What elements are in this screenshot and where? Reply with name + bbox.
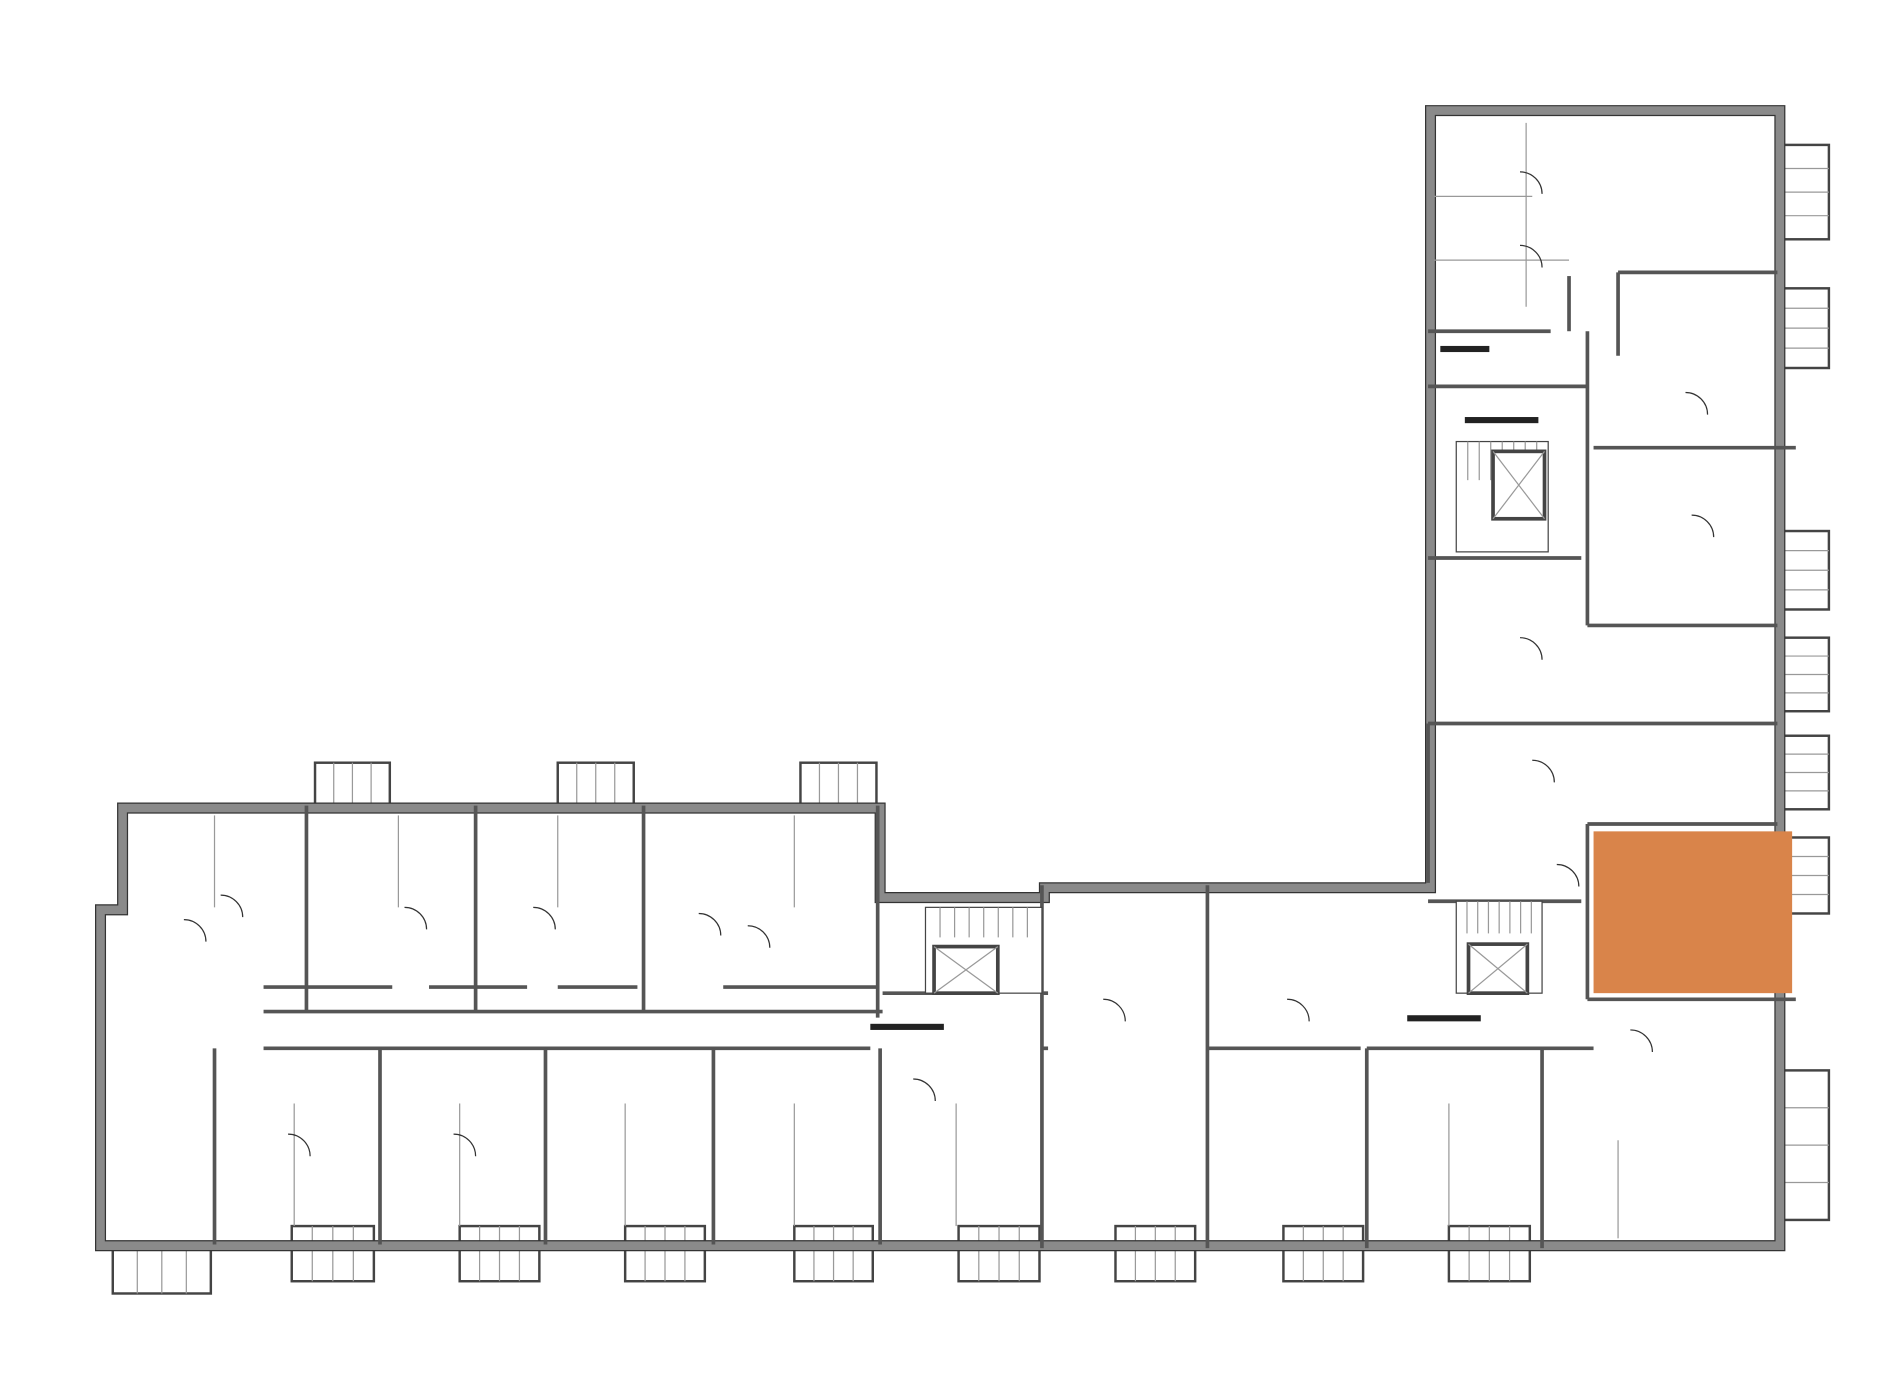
door-swing: [913, 1078, 936, 1102]
door-swing: [1287, 998, 1310, 1022]
balcony: [1778, 1069, 1831, 1222]
interior-walls: [212, 122, 1796, 1249]
door-swing: [220, 894, 244, 918]
balcony: [957, 1224, 1041, 1283]
door-swing: [698, 912, 722, 936]
balcony: [290, 1224, 376, 1283]
balcony: [111, 1246, 213, 1295]
stairwells: [870, 345, 1549, 1030]
doors: [183, 171, 1715, 1157]
balcony: [458, 1224, 541, 1283]
door-swing: [288, 1133, 311, 1157]
door-swing: [183, 919, 207, 942]
balconies: [111, 143, 1831, 1295]
balcony: [1282, 1224, 1365, 1283]
door-swing: [533, 906, 556, 930]
door-swing: [1691, 514, 1715, 538]
door-swing: [1630, 1029, 1653, 1053]
exterior-walls: [95, 105, 1786, 1252]
elevator-icon: [1466, 942, 1530, 995]
balcony: [1447, 1224, 1532, 1283]
ventilation-shaft: [1464, 417, 1539, 424]
balcony: [1778, 734, 1831, 811]
balcony: [793, 1224, 875, 1283]
ventilation-shaft: [870, 1023, 944, 1030]
building-outline: [95, 105, 1786, 1252]
door-swing: [1519, 171, 1543, 194]
door-swing: [453, 1133, 477, 1157]
balcony: [1778, 529, 1831, 611]
door-swing: [1519, 637, 1543, 660]
door-swing: [1519, 244, 1543, 268]
elevator-icon: [1491, 449, 1547, 521]
balcony: [623, 1224, 707, 1283]
balcony: [1778, 143, 1831, 241]
door-swing: [1685, 391, 1709, 415]
door-swing: [404, 906, 428, 930]
ventilation-shaft: [1440, 345, 1490, 353]
balcony: [1778, 287, 1831, 370]
balcony: [799, 761, 878, 807]
balcony: [1778, 636, 1831, 713]
balcony: [1114, 1224, 1197, 1283]
balcony: [556, 761, 635, 807]
door-swing: [1556, 863, 1580, 887]
ventilation-shaft: [1407, 1015, 1481, 1022]
highlighted-apartment[interactable]: [1593, 831, 1793, 994]
elevator-icon: [932, 944, 1000, 995]
door-swing: [1532, 759, 1555, 783]
door-swing: [1103, 998, 1126, 1022]
balcony: [313, 761, 392, 807]
door-swing: [747, 925, 771, 948]
